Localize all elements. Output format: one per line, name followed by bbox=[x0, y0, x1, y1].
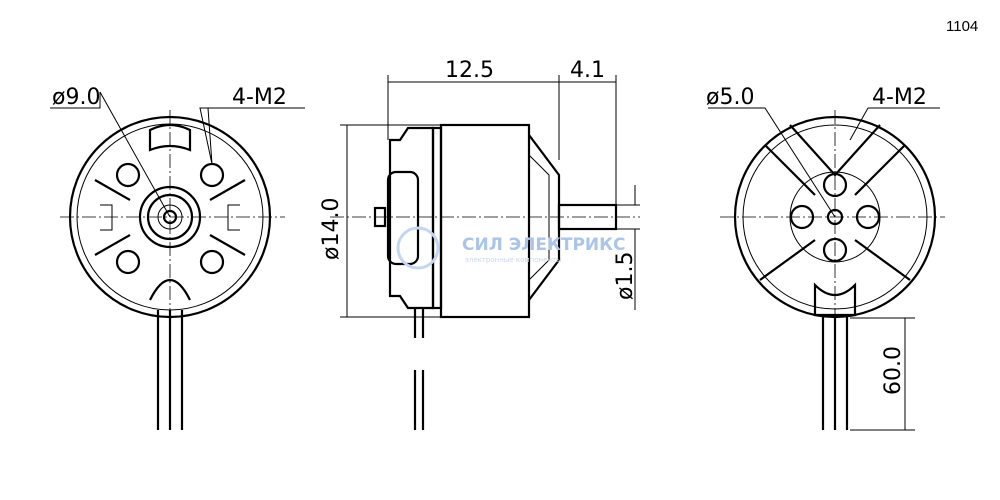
mount-holes-label: 4-M2 bbox=[232, 85, 287, 110]
front-view: ø9.0 4-M2 bbox=[50, 85, 305, 430]
hole-circle-label: ø5.0 bbox=[706, 85, 754, 110]
shaft-length-label: 4.1 bbox=[570, 58, 605, 83]
shaft-diameter-label: ø9.0 bbox=[52, 85, 100, 110]
rear-view: ø5.0 4-M2 60.0 bbox=[706, 85, 945, 431]
watermark-logo: СИЛ ЭЛЕКТРИКС электронные компоненты bbox=[396, 226, 626, 270]
svg-text:электронные компоненты: электронные компоненты bbox=[465, 256, 562, 264]
shaft-diameter-label-side: ø1.5 bbox=[613, 252, 638, 300]
side-view: 12.5 4.1 ø14.0 ø1.5 СИЛ ЭЛЕКТРИКС электр… bbox=[319, 58, 640, 430]
model-number: 1104 bbox=[946, 18, 978, 35]
rear-mount-holes-label: 4-M2 bbox=[872, 85, 927, 110]
svg-text:СИЛ ЭЛЕКТРИКС: СИЛ ЭЛЕКТРИКС bbox=[462, 235, 626, 255]
body-diameter-label: ø14.0 bbox=[319, 198, 344, 260]
length-label: 12.5 bbox=[445, 58, 494, 83]
wire-length-label: 60.0 bbox=[881, 346, 906, 395]
